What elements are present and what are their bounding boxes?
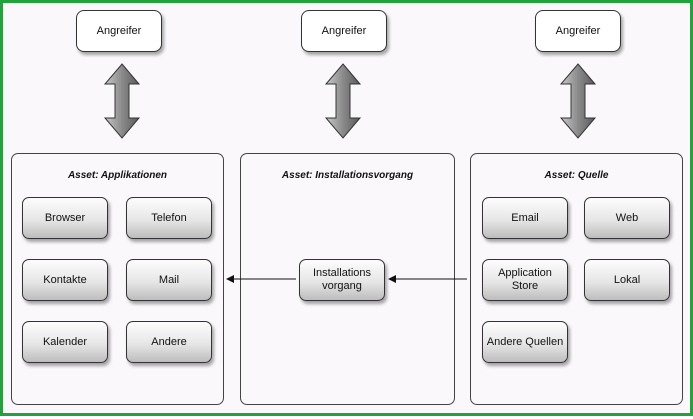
node-lokal: Lokal <box>584 259 670 301</box>
node-application-store: Application Store <box>482 259 568 301</box>
node-installationsvorgang: Installations vorgang <box>299 259 385 301</box>
panel-source: Asset: Quelle Email Web Application Stor… <box>470 153 683 405</box>
attacker-box-3: Angreifer <box>535 10 621 52</box>
double-arrow-2 <box>324 63 362 139</box>
attacker-box-2: Angreifer <box>301 10 387 52</box>
double-arrow-3 <box>559 63 597 139</box>
node-telefon: Telefon <box>126 197 212 239</box>
node-kalender: Kalender <box>22 321 108 363</box>
node-andere-quellen: Andere Quellen <box>482 321 568 363</box>
panel-applications: Asset: Applikationen Browser Telefon Kon… <box>11 153 224 405</box>
panel-title-source: Asset: Quelle <box>544 170 609 181</box>
panel-installation: Asset: Installationsvorgang Installation… <box>240 153 455 405</box>
double-arrow-1 <box>103 63 141 139</box>
node-browser: Browser <box>22 197 108 239</box>
node-email: Email <box>482 197 568 239</box>
panel-title-applications: Asset: Applikationen <box>67 170 168 181</box>
attacker-label: Angreifer <box>321 25 367 37</box>
attacker-box-1: Angreifer <box>76 10 162 52</box>
node-andere: Andere <box>126 321 212 363</box>
panel-title-installation: Asset: Installationsvorgang <box>281 170 414 181</box>
node-kontakte: Kontakte <box>22 259 108 301</box>
node-mail: Mail <box>126 259 212 301</box>
attacker-label: Angreifer <box>96 25 142 37</box>
node-web: Web <box>584 197 670 239</box>
attacker-label: Angreifer <box>555 25 601 37</box>
